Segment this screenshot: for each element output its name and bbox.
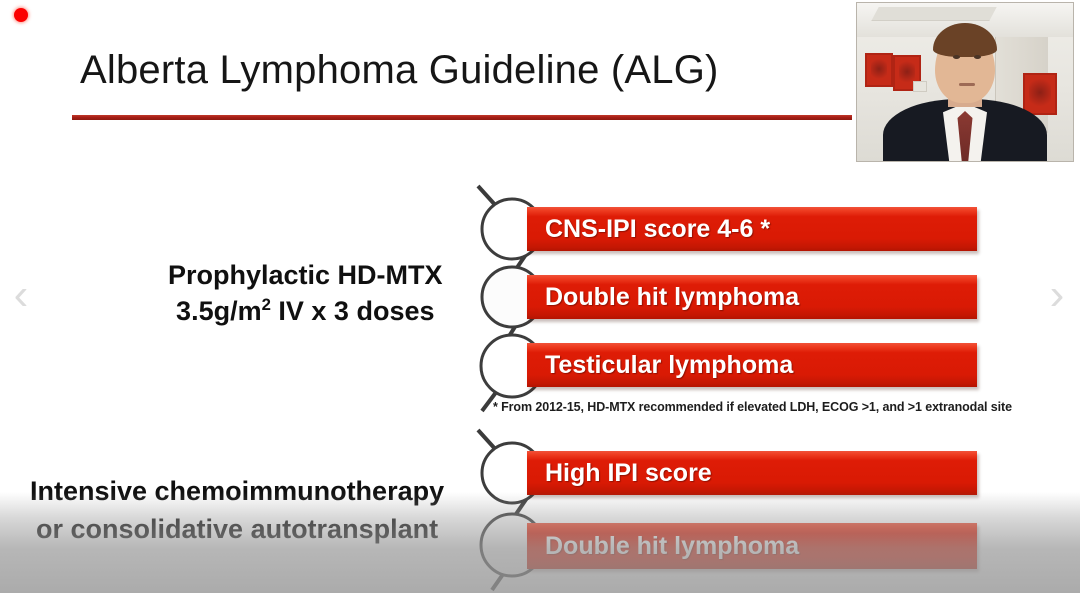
video-wall-art-inner bbox=[1029, 79, 1051, 109]
dose-value: 3.5g/m bbox=[176, 295, 262, 326]
video-wall-art-right bbox=[1023, 73, 1057, 115]
slide-title: Alberta Lymphoma Guideline (ALG) bbox=[80, 48, 719, 92]
banner-cns-ipi-score[interactable]: CNS-IPI score 4-6 * bbox=[527, 207, 977, 251]
presenter-eye-left bbox=[953, 55, 960, 59]
presenter-eye-right bbox=[974, 55, 981, 59]
banner-label: High IPI score bbox=[545, 458, 712, 487]
video-ceiling-light bbox=[871, 7, 997, 21]
banner-label: CNS-IPI score 4-6 * bbox=[545, 214, 771, 243]
chain-link-bottom-b bbox=[476, 428, 499, 453]
chain-circles bbox=[479, 197, 545, 578]
banner-testicular-lymphoma[interactable]: Testicular lymphoma bbox=[527, 343, 977, 387]
section-label-line1: Intensive chemoimmunotherapy bbox=[30, 476, 445, 506]
video-wall-art-inner bbox=[899, 61, 915, 85]
previous-slide-arrow-icon[interactable]: ‹ bbox=[13, 270, 29, 319]
chain-link-tail bbox=[490, 565, 510, 592]
section-label-line1: Prophylactic HD-MTX bbox=[168, 260, 443, 290]
banner-double-hit-lymphoma-bottom[interactable]: Double hit lymphoma bbox=[527, 523, 977, 569]
dose-suffix: IV x 3 doses bbox=[270, 295, 435, 326]
next-slide-arrow-icon[interactable]: › bbox=[1049, 270, 1065, 319]
chain-link-1-2 bbox=[512, 251, 529, 274]
presenter-tie bbox=[957, 111, 973, 161]
section-label-line2: or consolidative autotransplant bbox=[36, 514, 439, 545]
chain-link-2-3 bbox=[504, 320, 520, 343]
section-label-prophylactic: Prophylactic HD-MTX 3.5g/m2 IV x 3 doses bbox=[168, 258, 443, 329]
video-light-switch bbox=[913, 81, 927, 92]
presenter-mouth bbox=[959, 83, 975, 86]
banner-label: Testicular lymphoma bbox=[545, 350, 794, 379]
footnote-text: * From 2012-15, HD-MTX recommended if el… bbox=[493, 400, 1012, 414]
banner-high-ipi-score[interactable]: High IPI score bbox=[527, 451, 977, 495]
presenter-video-overlay[interactable] bbox=[856, 2, 1074, 162]
dose-superscript: 2 bbox=[261, 294, 271, 314]
title-underline-rule bbox=[72, 115, 852, 120]
recording-indicator-icon bbox=[14, 8, 28, 22]
video-wall-art-left-1 bbox=[865, 53, 893, 87]
video-wall-art-inner bbox=[871, 59, 887, 81]
banner-label: Double hit lymphoma bbox=[545, 282, 800, 311]
video-wall-art-left-2 bbox=[893, 55, 921, 91]
chain-link-4-5 bbox=[512, 496, 529, 519]
section-label-intensive: Intensive chemoimmunotherapy or consolid… bbox=[30, 472, 444, 549]
section-label-line2: 3.5g/m2 IV x 3 doses bbox=[168, 294, 443, 330]
chain-connectors bbox=[476, 184, 529, 592]
chain-link-top bbox=[476, 184, 499, 209]
banner-label: Double hit lymphoma bbox=[545, 531, 800, 560]
banner-double-hit-lymphoma-top[interactable]: Double hit lymphoma bbox=[527, 275, 977, 319]
